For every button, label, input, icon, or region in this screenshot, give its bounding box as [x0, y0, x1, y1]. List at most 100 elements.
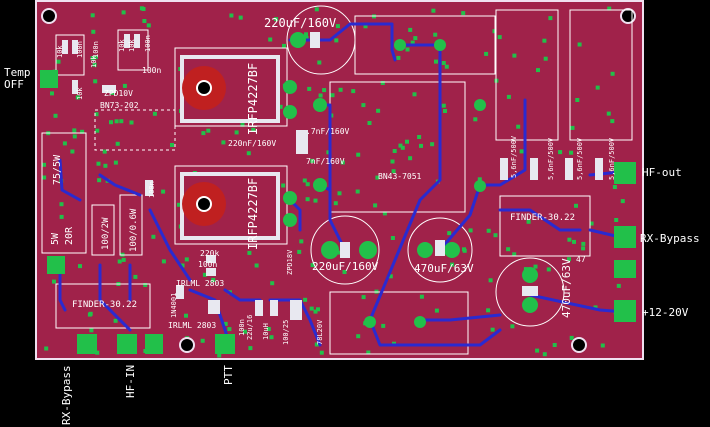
via [334, 38, 339, 43]
label-irlml-2: IRLML 2803 [168, 321, 216, 330]
via [42, 162, 46, 167]
mosfet-top [180, 55, 280, 123]
via [310, 158, 315, 163]
via [477, 177, 482, 182]
pad-hf-in[interactable] [117, 334, 137, 354]
via [113, 160, 118, 165]
r100-body [270, 300, 278, 316]
via [234, 130, 239, 135]
label-off: OFF [4, 78, 24, 91]
toroid-pad-1 [434, 39, 446, 51]
via [274, 17, 279, 22]
via [441, 61, 446, 65]
via [94, 112, 99, 117]
via [581, 241, 586, 246]
via [574, 203, 578, 208]
via [282, 43, 286, 48]
via [468, 228, 473, 233]
pad-rx-bypass-right[interactable] [614, 226, 636, 248]
via [304, 36, 309, 40]
board-outline [35, 0, 644, 360]
via [490, 327, 495, 332]
c5n-2-body [530, 158, 538, 180]
via [304, 32, 308, 37]
via [533, 264, 538, 269]
via [543, 56, 548, 61]
via [201, 131, 206, 136]
via [373, 203, 378, 208]
via [542, 352, 547, 357]
via [113, 318, 118, 323]
via [53, 113, 58, 118]
via [184, 313, 188, 318]
fet-pad-1 [283, 80, 297, 94]
label-c100n-5: 100n [198, 260, 217, 269]
via [570, 125, 575, 130]
label-c5n-3: 5,6nF/500V [576, 137, 584, 180]
via [133, 274, 138, 279]
via [70, 149, 75, 154]
label-cap-right: 470uF/63V [560, 258, 573, 318]
via [103, 163, 108, 168]
via [486, 228, 491, 233]
via [302, 178, 307, 183]
cap-mid-right-pad-2 [444, 242, 460, 258]
via [361, 103, 366, 108]
passives [62, 32, 603, 320]
label-res-100b: 100/0.6W [129, 208, 139, 252]
via [610, 119, 615, 124]
pad-power[interactable] [614, 300, 636, 322]
via [119, 119, 124, 124]
r10k-4-body [134, 34, 140, 48]
via [355, 189, 360, 194]
pad-ptt[interactable] [215, 334, 235, 354]
pad-rx-bypass-bottom[interactable] [77, 334, 97, 354]
cap-mid-left-pad-1 [321, 241, 339, 259]
mosfet-bottom-outline [174, 165, 288, 245]
label-c5n-4: 5,6nF/500V [608, 137, 616, 180]
via [92, 62, 97, 67]
via [80, 129, 85, 134]
via [610, 71, 615, 76]
via [254, 263, 259, 268]
via [87, 312, 92, 317]
via [89, 328, 94, 333]
via [317, 60, 322, 65]
via [380, 81, 385, 85]
via [309, 306, 314, 311]
label-cap-top: 220uF/160V [264, 16, 336, 30]
pad-gnd-1 [145, 334, 163, 354]
via [305, 182, 310, 187]
c5n-4-body [595, 158, 603, 180]
label-r220k: 220k [200, 249, 219, 258]
via [400, 145, 405, 150]
via [62, 141, 67, 146]
via [266, 327, 271, 331]
via [413, 36, 418, 41]
via [246, 151, 251, 156]
label-temp: Temp [4, 66, 31, 79]
label-ind-1: 100n [238, 319, 246, 336]
reg-body [290, 300, 302, 320]
via [91, 29, 96, 34]
via [170, 143, 174, 147]
via [278, 104, 283, 109]
via [512, 53, 517, 58]
c5n-1-body [500, 158, 508, 180]
pad-temp[interactable] [40, 70, 58, 88]
via [330, 93, 335, 98]
pad-hf-out[interactable] [614, 162, 636, 184]
inductor-box-2 [569, 9, 633, 141]
label-c5n-2: 5,6nF/500V [547, 137, 555, 180]
label-c220nf: 220nF/160V [228, 139, 276, 148]
mounting-hole-top-right [620, 8, 636, 24]
via [356, 334, 361, 339]
label-r10k-1: 10k [56, 45, 64, 58]
via [142, 19, 147, 23]
relay-left-outline [55, 283, 151, 329]
c100n-5-body [206, 268, 216, 276]
via [484, 51, 489, 56]
via [567, 237, 572, 242]
label-c7n-2: 7nF/160V [306, 157, 345, 166]
via [567, 257, 571, 262]
